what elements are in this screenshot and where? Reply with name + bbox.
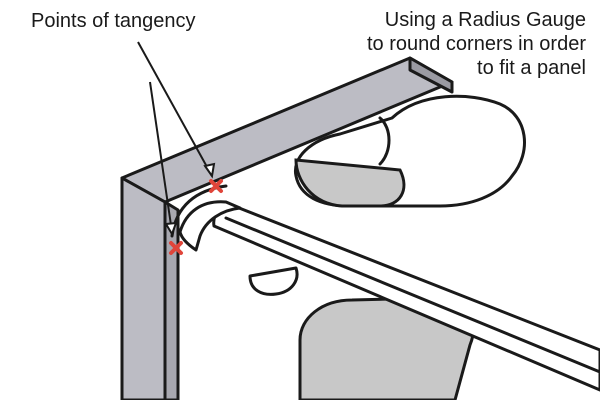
arrow-icon [164, 221, 178, 237]
radius-gauge-inner-line [224, 216, 600, 374]
pointer-line-lower [149, 81, 173, 233]
caption-line: Using a Radius Gauge [384, 9, 586, 31]
frame-top-end [408, 56, 454, 94]
finger-tip [248, 266, 299, 296]
caption-line: to round corners in order [366, 33, 586, 55]
points-of-tangency-label: Points of tangency [31, 10, 196, 32]
caption: Using a Radius Gauge to round corners in… [367, 8, 586, 80]
arrow-icon [203, 162, 216, 179]
thumb-line [378, 116, 391, 166]
frame-left-face [120, 176, 167, 400]
palm-shadow [294, 158, 406, 208]
pointer-line-upper [137, 41, 213, 177]
cross-icon [169, 241, 183, 255]
caption-line: to fit a panel [477, 57, 586, 79]
radius-gauge-tip [178, 200, 242, 252]
cross-icon [209, 179, 223, 193]
